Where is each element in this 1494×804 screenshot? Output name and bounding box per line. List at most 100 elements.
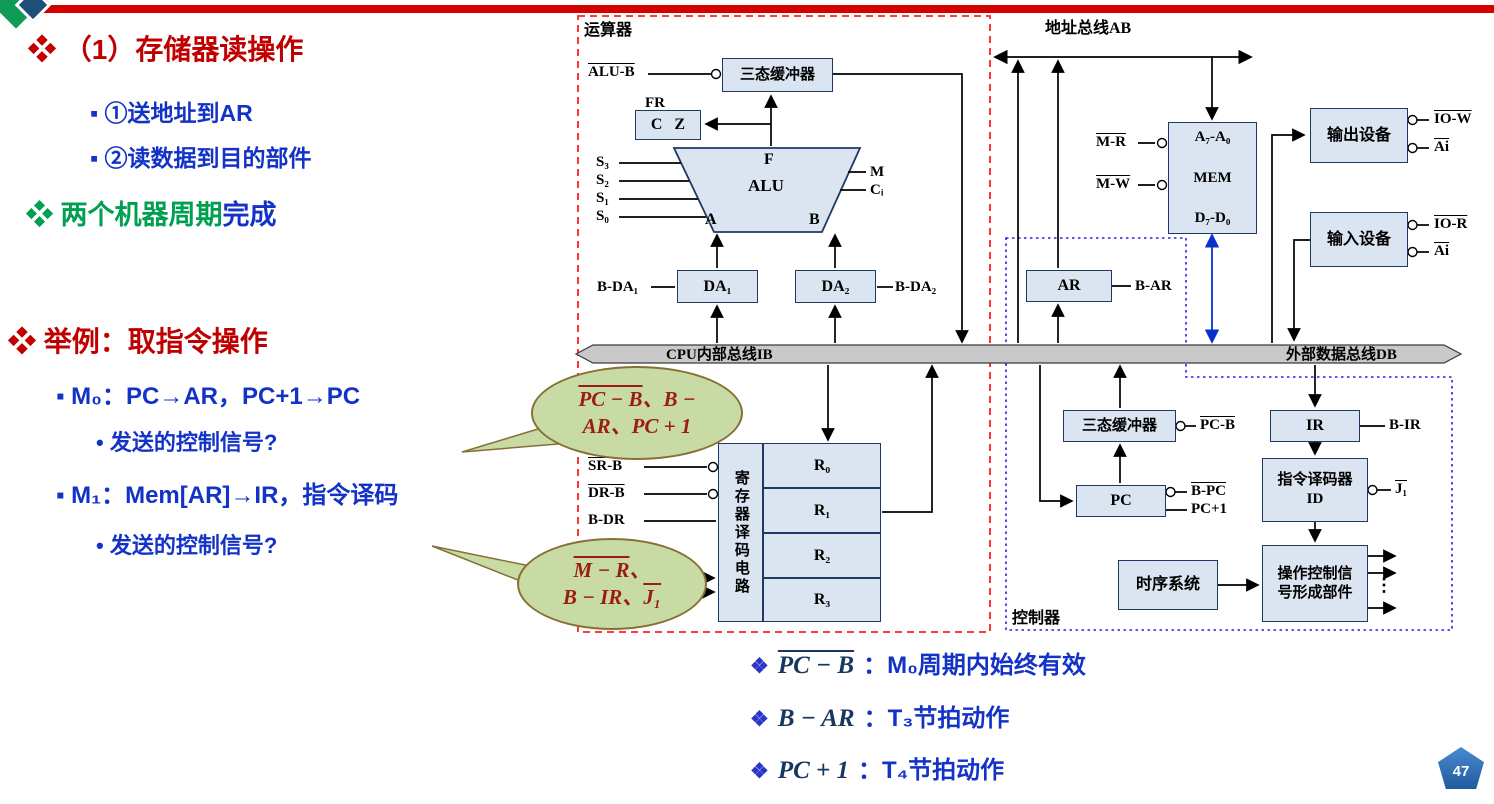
note-text: ：M₀周期内始终有效: [863, 652, 1086, 679]
ir-box: IR: [1270, 410, 1360, 442]
controller-region-border: [1005, 237, 1453, 631]
pc-box: PC: [1076, 485, 1166, 517]
callout-m1-signals: M − R、 B − IR、J₁: [517, 538, 707, 630]
callout-text: AR、PC + 1: [582, 414, 692, 438]
ar-box: AR: [1026, 270, 1112, 302]
bullet-q1: • 发送的控制信号?: [96, 430, 278, 455]
signal-ai-out: Ai: [1434, 139, 1449, 155]
signal-s3: S₃: [596, 154, 609, 170]
top-accent-bar: [0, 5, 1494, 13]
da1-box: DA₁: [677, 270, 758, 303]
signal-m: M: [870, 164, 885, 180]
callout-text-ov: M − R: [573, 557, 630, 582]
bullet-q2: • 发送的控制信号?: [96, 533, 278, 558]
two-cycles-blue: 完成: [222, 200, 277, 230]
tristate-buffer-alu: 三态缓冲器: [722, 58, 833, 92]
signal-m-r: M-R: [1096, 134, 1126, 150]
alu-label: ALU: [748, 176, 784, 195]
note-pc-b: ❖ PC − B ：M₀周期内始终有效: [750, 645, 1086, 680]
output-device-box: 输出设备: [1310, 108, 1408, 163]
callout-text-ov: PC − B: [578, 386, 643, 411]
alu-region-border: [577, 15, 991, 633]
note-text: ：T₃节拍动作: [863, 705, 1010, 732]
register-decoder-box: 寄存器译码电路: [718, 443, 763, 622]
page-number: 47: [1452, 762, 1470, 780]
note-bullet: ❖: [750, 708, 769, 731]
signal-j1: J₁: [1395, 481, 1407, 497]
callout-text-ov: J₁: [643, 585, 662, 609]
signal-s1: S₁: [596, 190, 609, 206]
signal-dr-b: DR-B: [588, 485, 625, 501]
bullet-m0: ▪ M₀：PC→AR，PC+1→PC: [56, 383, 361, 410]
timing-system-box: 时序系统: [1118, 560, 1218, 610]
mem-address-port: A₇-A₀: [1194, 129, 1231, 145]
register-r1: R₁: [763, 488, 881, 533]
signal-b-pc: B-PC: [1191, 483, 1226, 499]
address-bus-label: 地址总线AB: [1045, 20, 1132, 37]
register-r2: R₂: [763, 533, 881, 578]
two-cycles-green: ❖ 两个机器周期: [26, 200, 223, 230]
callout-text: B − IR、: [562, 585, 644, 609]
bullet-read-data: ▪ ②读数据到目的部件: [90, 145, 312, 171]
input-device-box: 输入设备: [1310, 212, 1408, 267]
signal-pc-plus-1: PC+1: [1191, 501, 1228, 517]
instruction-decoder-box: 指令译码器 ID: [1262, 458, 1368, 522]
callout-text: 、: [629, 557, 651, 582]
signal-b-da2: B-DA₂: [895, 279, 937, 295]
vertical-dots: ⋮: [1375, 575, 1393, 595]
signal-s2: S₂: [596, 172, 609, 188]
tristate-buffer-pc: 三态缓冲器: [1063, 410, 1176, 442]
heading-two-cycles: ❖ 两个机器周期完成: [26, 200, 277, 231]
note-math: PC − B: [777, 652, 855, 679]
signal-sr-b: SR-B: [588, 458, 623, 474]
fr-label: FR: [645, 95, 665, 111]
signal-io-w: IO-W: [1434, 111, 1472, 127]
callout-text: 、B −: [642, 386, 696, 411]
bullet-m1: ▪ M₁：Mem[AR]→IR，指令译码: [56, 482, 399, 509]
mem-label: MEM: [1193, 169, 1232, 186]
alu-a-label: A: [705, 211, 717, 228]
alu-section-lines: [619, 68, 969, 599]
controller-lines: [1039, 364, 1397, 615]
signal-pc-b: PC-B: [1200, 417, 1235, 433]
bullet-send-address: ▪ ①送地址到AR: [90, 100, 253, 126]
signal-b-ar: B-AR: [1135, 278, 1172, 294]
heading-fetch-example: ❖ 举例：取指令操作: [8, 326, 268, 357]
note-math: B − AR: [777, 705, 855, 732]
controller-section-label: 控制器: [1012, 610, 1061, 627]
alu-section-label: 运算器: [584, 22, 633, 39]
note-bullet: ❖: [750, 655, 769, 678]
callout-line: M − R、: [574, 557, 651, 584]
region-borders: [577, 15, 1453, 633]
external-bus-label: 外部数据总线DB: [1286, 347, 1397, 363]
callout-line: PC − B、B −: [578, 386, 695, 413]
callout-line: B − IR、J₁: [563, 584, 661, 611]
internal-bus-label: CPU内部总线IB: [666, 347, 773, 363]
signal-ai-in: Ai: [1434, 243, 1449, 259]
flag-register-cz: C Z: [635, 110, 701, 140]
register-r0: R₀: [763, 443, 881, 488]
alu-trapezoid: [672, 147, 862, 233]
note-math: PC + 1: [777, 757, 850, 784]
heading-memory-read: ❖ （1）存储器读操作: [28, 34, 304, 65]
mem-box: A₇-A₀ MEM D₇-D₀: [1168, 122, 1257, 234]
signal-b-da1: B-DA₁: [597, 279, 639, 295]
internal-bus-bar: [574, 344, 1463, 364]
register-decoder-label: 寄存器译码电路: [732, 469, 749, 596]
mem-data-port: D₇-D₀: [1194, 210, 1231, 227]
memory-io-lines: [993, 49, 1429, 344]
signal-s0: S₀: [596, 208, 609, 224]
note-text: ：T₄节拍动作: [858, 757, 1005, 784]
signal-m-w: M-W: [1096, 176, 1131, 192]
note-pc-plus-1: ❖ PC + 1 ：T₄节拍动作: [750, 750, 1004, 785]
alu-f-label: F: [764, 151, 774, 168]
signal-ci: Cᵢ: [870, 182, 884, 198]
signal-b-dr: B-DR: [588, 512, 625, 528]
note-bullet: ❖: [750, 760, 769, 783]
callout-m0-signals: PC − B、B − AR、PC + 1: [531, 366, 743, 460]
signal-io-r: IO-R: [1434, 216, 1468, 232]
callout-line: AR、PC + 1: [583, 413, 692, 440]
register-r3: R₃: [763, 578, 881, 622]
